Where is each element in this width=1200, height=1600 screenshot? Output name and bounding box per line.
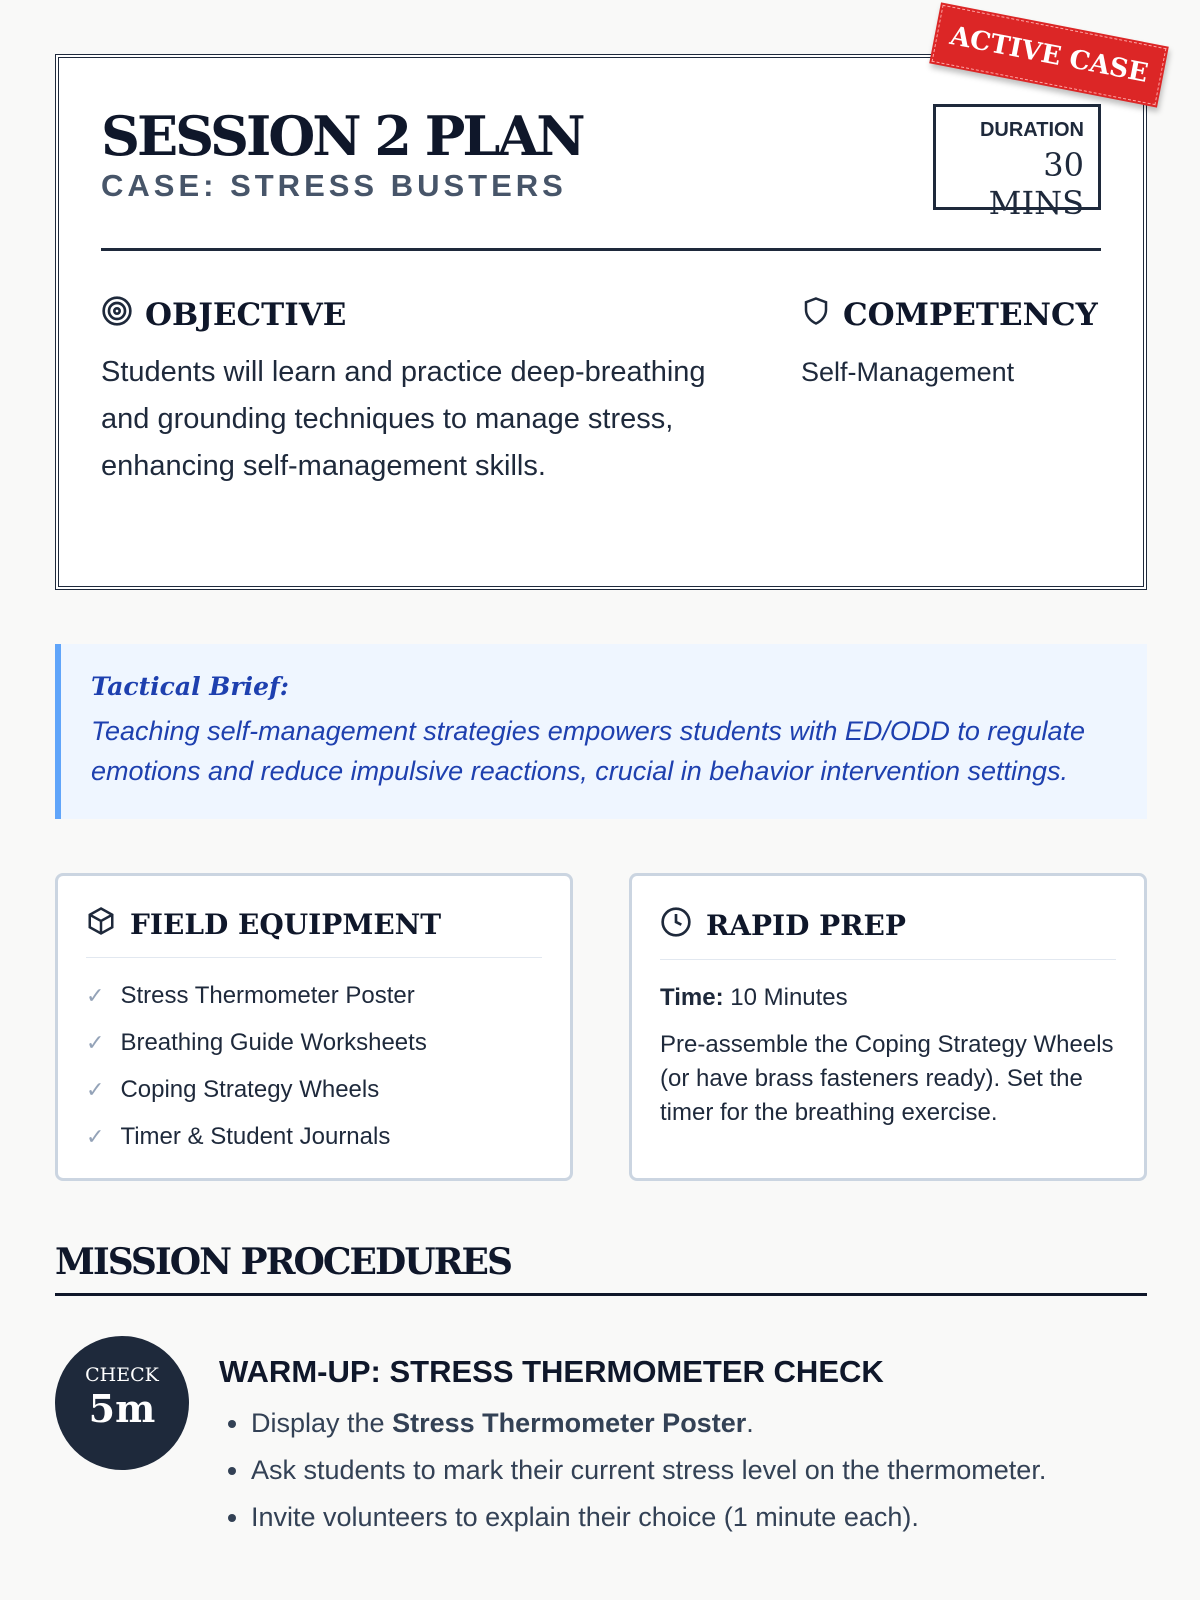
list-item: ✓ Stress Thermometer Poster: [86, 972, 542, 1019]
equipment-heading: FIELD EQUIPMENT: [130, 908, 442, 941]
badge-time: 5m: [88, 1386, 156, 1431]
divider: [101, 248, 1101, 251]
bullet-text: Display the: [251, 1408, 393, 1438]
box-icon: [86, 906, 116, 943]
list-item: ✓ Breathing Guide Worksheets: [86, 1019, 542, 1066]
objective-section: OBJECTIVE Students will learn and practi…: [101, 295, 801, 490]
duration-value: 30 MINS: [988, 146, 1084, 222]
page-title: SESSION 2 PLAN: [101, 104, 586, 168]
item-label: Breathing Guide Worksheets: [120, 1029, 427, 1056]
step-bullet: Display the Stress Thermometer Poster.: [251, 1400, 1046, 1447]
competency-text: Self-Management: [801, 357, 1015, 387]
duration-box: DURATION 30 MINS: [933, 104, 1101, 222]
step-bullet: Invite volunteers to explain their choic…: [251, 1494, 1046, 1541]
session-plan-card: SESSION 2 PLAN CASE: STRESS BUSTERS DURA…: [55, 54, 1147, 590]
badge-label: CHECK: [85, 1364, 159, 1386]
item-label: Coping Strategy Wheels: [120, 1076, 380, 1103]
procedure-step: CHECK 5m WARM-UP: STRESS THERMOMETER CHE…: [55, 1336, 1147, 1541]
check-icon: ✓: [86, 1124, 105, 1149]
prep-text: Pre-assemble the Coping Strategy Wheels …: [660, 1031, 1114, 1126]
target-icon: [101, 295, 133, 335]
competency-section: COMPETENCY Self-Management: [801, 295, 1098, 490]
check-icon: ✓: [86, 983, 105, 1008]
field-equipment-card: FIELD EQUIPMENT ✓ Stress Thermometer Post…: [55, 873, 573, 1181]
item-label: Stress Thermometer Poster: [120, 982, 415, 1009]
list-item: ✓ Coping Strategy Wheels: [86, 1066, 542, 1113]
competency-heading: COMPETENCY: [843, 297, 1098, 333]
objective-heading: OBJECTIVE: [145, 297, 347, 333]
rapid-prep-card: RAPID PREP Time: 10 Minutes Pre-assemble…: [629, 873, 1147, 1181]
step-title: WARM-UP: STRESS THERMOMETER CHECK: [219, 1354, 884, 1389]
check-icon: ✓: [86, 1030, 105, 1055]
procedures-heading: MISSION PROCEDURES: [55, 1241, 1147, 1296]
tactical-brief: Tactical Brief: Teaching self-management…: [55, 644, 1147, 819]
step-time-badge: CHECK 5m: [55, 1336, 189, 1470]
bullet-bold: Stress Thermometer Poster: [392, 1408, 747, 1438]
time-label: Time:: [660, 984, 724, 1011]
time-value: 10 Minutes: [730, 984, 848, 1011]
brief-text: Teaching self-management strategies empo…: [91, 716, 1085, 786]
step-bullet: Ask students to mark their current stres…: [251, 1447, 1046, 1494]
check-icon: ✓: [86, 1077, 105, 1102]
list-item: ✓ Timer & Student Journals: [86, 1113, 542, 1160]
shield-icon: [801, 295, 831, 335]
item-label: Timer & Student Journals: [120, 1123, 391, 1150]
prep-heading: RAPID PREP: [706, 909, 906, 942]
brief-title: Tactical Brief:: [91, 672, 289, 701]
clock-icon: [660, 906, 692, 945]
objective-text: Students will learn and practice deep-br…: [101, 356, 706, 482]
duration-label: DURATION: [979, 119, 1084, 141]
case-subtitle: CASE: STRESS BUSTERS: [101, 168, 567, 203]
bullet-text: .: [746, 1408, 754, 1438]
